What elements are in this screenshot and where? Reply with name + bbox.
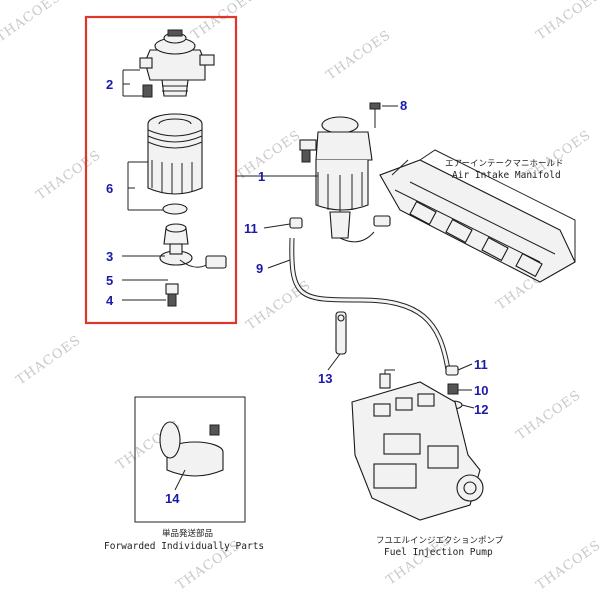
watermark: THACOES — [14, 333, 84, 389]
callout-11: 11 — [244, 221, 258, 236]
harness-connector-part — [179, 255, 227, 269]
highlight-box — [84, 15, 238, 325]
forwarded-caption-jp: 単品発送部品 — [162, 528, 213, 539]
watermark: THACOES — [534, 538, 600, 594]
callout-6: 6 — [106, 181, 113, 196]
watermark: THACOES — [244, 278, 314, 334]
watermark: THACOES — [34, 148, 104, 204]
callout-4: 4 — [106, 293, 114, 308]
air-intake-caption-jp: エアーインテークマニホールド — [445, 159, 564, 169]
watermark: THACOES — [534, 0, 600, 43]
element-part — [159, 421, 224, 477]
fuel-hose-part — [289, 237, 451, 371]
air-intake-manifold — [379, 149, 576, 283]
callout-12: 12 — [474, 402, 488, 417]
callout-11: 11 — [474, 357, 488, 372]
callout-8: 8 — [400, 98, 407, 113]
callout-3: 3 — [106, 249, 113, 264]
watermark: THACOES — [234, 128, 304, 184]
hose-clamp-part — [289, 217, 303, 229]
filter-head-part — [139, 29, 215, 98]
drain-plug-part — [165, 283, 179, 307]
watermark: THACOES — [324, 28, 394, 84]
watermark: THACOES — [0, 0, 64, 45]
bolt-part — [369, 102, 381, 128]
tie-band-part — [335, 311, 347, 355]
air-intake-caption-en: Air Intake Manifold — [452, 170, 561, 181]
fuel-injection-pump — [351, 369, 484, 521]
watermark: THACOES — [189, 0, 259, 43]
callout-14: 14 — [165, 491, 180, 506]
water-sensor-part — [159, 223, 193, 266]
pump-caption-en: Fuel Injection Pump — [384, 547, 493, 558]
forwarded-parts-box — [134, 396, 246, 523]
callout-13: 13 — [318, 371, 332, 386]
forwarded-caption-en: Forwarded Individually Parts — [104, 541, 264, 552]
filter-cartridge-part — [147, 113, 203, 215]
callout-5: 5 — [106, 273, 113, 288]
callout-1: 1 — [258, 169, 265, 184]
callout-9: 9 — [256, 261, 263, 276]
callout-2: 2 — [106, 77, 113, 92]
watermark: THACOES — [514, 388, 584, 444]
assembled-filter — [299, 116, 391, 243]
pump-caption-jp: フユエルインジエクションポンプ — [376, 536, 504, 546]
callout-10: 10 — [474, 383, 488, 398]
